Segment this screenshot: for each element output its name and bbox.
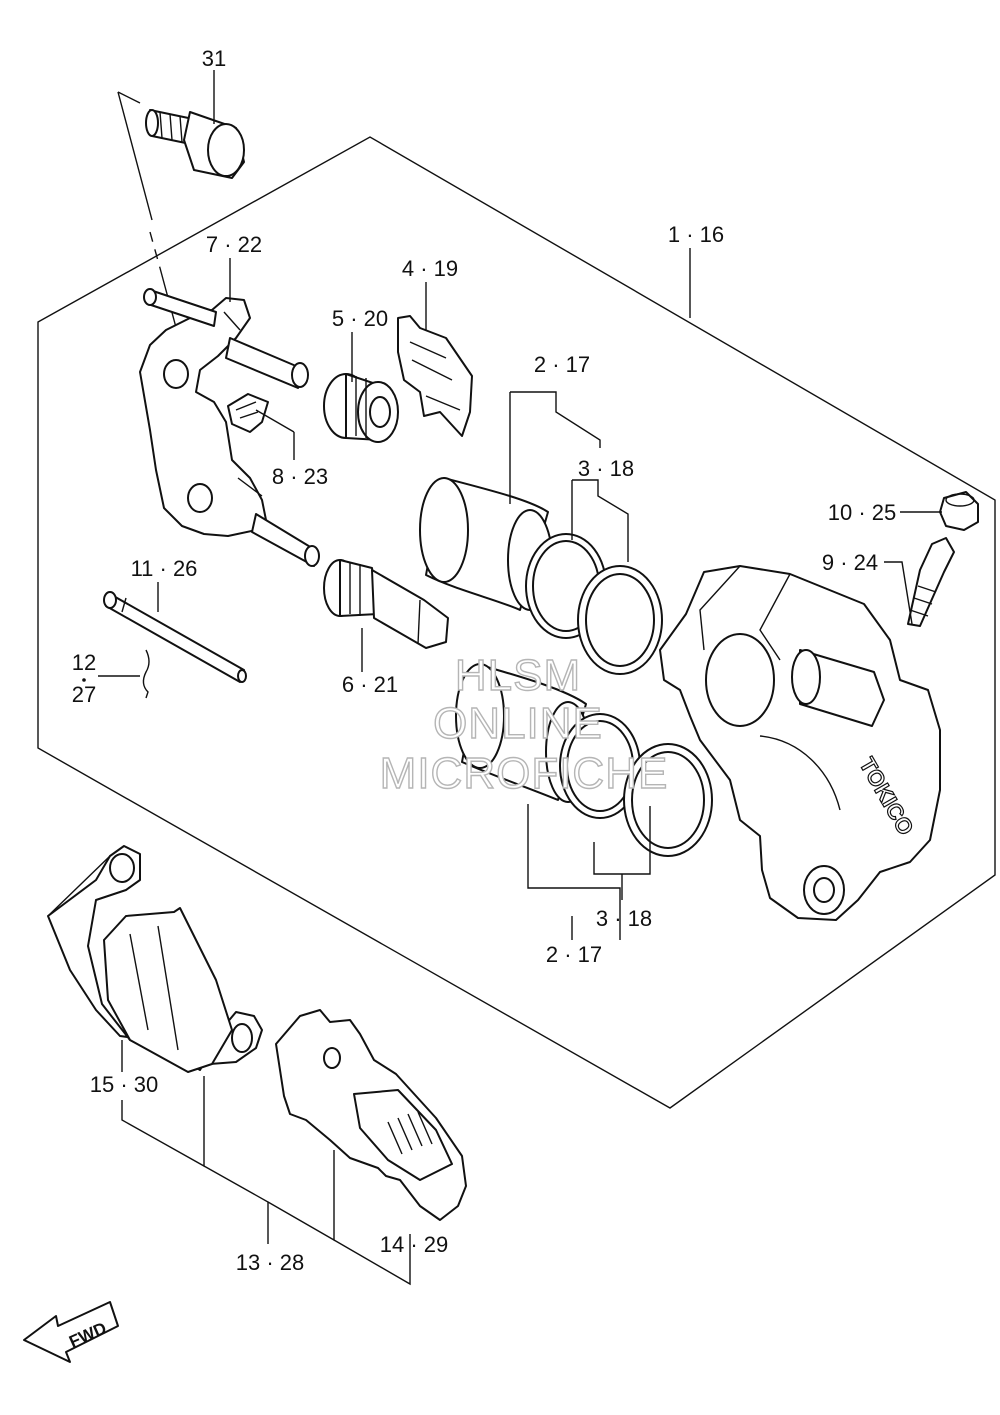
brake-pad bbox=[47, 845, 263, 1073]
label-2-17-upper: 2 · 17 bbox=[534, 352, 590, 377]
label-8-23: 8 · 23 bbox=[272, 464, 328, 489]
label-5-20: 5 · 20 bbox=[332, 306, 388, 331]
forward-direction-arrow: FWD bbox=[23, 1301, 119, 1363]
piston-upper bbox=[419, 477, 553, 611]
label-7-22: 7 · 22 bbox=[206, 232, 262, 257]
slide-pin bbox=[103, 591, 247, 683]
part-labels: 31 7 · 22 4 · 19 1 · 16 5 · 20 2 · 17 3 … bbox=[72, 46, 896, 1275]
leader-lines bbox=[47, 70, 942, 1286]
caliper-body: TOKICO bbox=[659, 565, 941, 921]
label-9-24: 9 · 24 bbox=[822, 550, 878, 575]
label-14-29: 14 · 29 bbox=[380, 1232, 449, 1257]
label-10-25: 10 · 25 bbox=[828, 500, 897, 525]
label-12: 12 bbox=[72, 650, 96, 675]
watermark-line-3: MICROFICHE bbox=[380, 749, 669, 798]
label-27: 27 bbox=[72, 682, 96, 707]
flange-bolt bbox=[145, 109, 245, 179]
pad-spring-clip bbox=[227, 393, 269, 433]
watermark-line-1: HLSM bbox=[455, 651, 581, 700]
caliper-bracket bbox=[139, 288, 320, 567]
label-12-27-dot bbox=[82, 678, 86, 682]
piston-seal-lower bbox=[559, 713, 713, 857]
piston-seal-upper bbox=[525, 533, 663, 675]
pin-boot-lower bbox=[323, 559, 449, 649]
pin-boot-upper bbox=[323, 373, 399, 443]
label-31: 31 bbox=[202, 46, 226, 71]
label-3-18-upper: 3 · 18 bbox=[578, 456, 634, 481]
bleeder-cap bbox=[939, 491, 979, 531]
label-1-16: 1 · 16 bbox=[668, 222, 724, 247]
label-3-18-lower: 3 · 18 bbox=[596, 906, 652, 931]
label-15-30: 15 · 30 bbox=[90, 1072, 159, 1097]
pin-clip bbox=[142, 649, 150, 699]
label-11-26: 11 · 26 bbox=[131, 556, 198, 581]
pad-shim bbox=[275, 1009, 467, 1221]
pad-spring bbox=[397, 315, 473, 437]
label-6-21: 6 · 21 bbox=[342, 672, 398, 697]
assembly-boundary bbox=[37, 136, 996, 1109]
label-13-28: 13 · 28 bbox=[236, 1250, 305, 1275]
bleeder-screw bbox=[907, 537, 955, 627]
watermark-line-2: ONLINE bbox=[433, 699, 603, 748]
watermark: HLSM ONLINE MICROFICHE bbox=[379, 650, 669, 798]
label-4-19: 4 · 19 bbox=[402, 256, 458, 281]
label-2-17-lower: 2 · 17 bbox=[546, 942, 602, 967]
